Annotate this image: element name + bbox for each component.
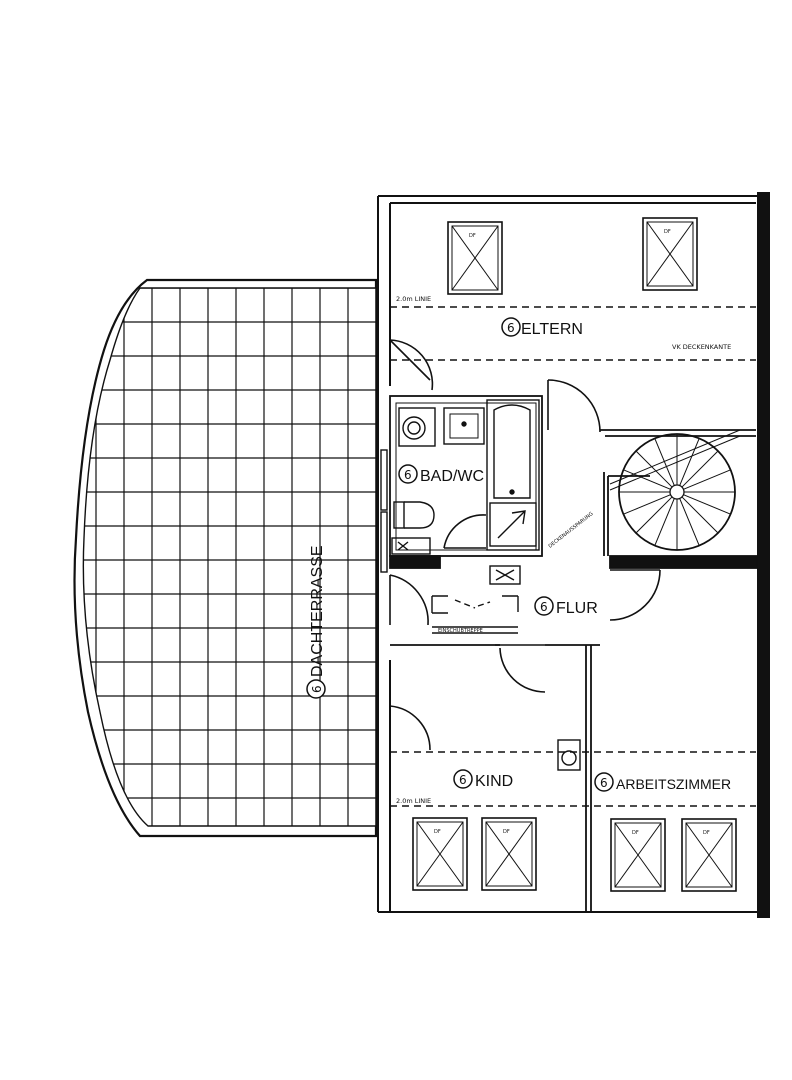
room-label-eltern: 6 ELTERN (501, 317, 583, 338)
outer-walls (377, 192, 770, 918)
room-number: 6 (540, 600, 548, 614)
pulldown-stair-label: EINSCHUBTREPPE (438, 628, 483, 634)
stair-tread (635, 496, 673, 534)
stair-tread (623, 494, 671, 515)
roof-window-labels: DF DF DF DF DF DF (434, 229, 710, 836)
room-name: DACHTERRASSE (309, 545, 326, 677)
room-label-dachterrasse: 6 DACHTERRASSE (306, 545, 326, 699)
room-number: 6 (507, 321, 515, 335)
skylight-label: DF (703, 830, 710, 836)
room-label-kind: 6 KIND (453, 769, 513, 790)
ceiling-edge-label: VK DECKENKANTE (672, 343, 731, 351)
room-name: FLUR (556, 600, 598, 617)
door-swings (389, 339, 661, 756)
bathroom-fixtures (380, 399, 581, 771)
room-name: KIND (475, 773, 513, 790)
stair-tread (654, 498, 675, 546)
stair-tread (683, 494, 731, 515)
skylight-label: DF (503, 829, 510, 835)
stair-tread (681, 450, 719, 488)
room-name: ELTERN (521, 321, 583, 338)
room-label-flur: 6 FLUR (534, 596, 598, 617)
room-label-arbeitszimmer: 6 ARBEITSZIMMER (594, 772, 731, 792)
stair-tread (679, 498, 700, 546)
terrace-area (73, 278, 378, 838)
stair-tread (681, 496, 719, 534)
pulldown-stair (431, 595, 519, 634)
skylight-label: DF (469, 233, 476, 239)
stair-tread (623, 469, 671, 490)
terrace-tile-grid (83, 288, 376, 826)
height-line-label-top: 2.0m LINIE (396, 295, 431, 303)
room-name: BAD/WC (420, 468, 484, 485)
stair-tread (679, 438, 700, 486)
room-number: 6 (310, 685, 324, 693)
room-name: ARBEITSZIMMER (616, 776, 731, 792)
ceiling-opening-label: DECKENAUSSPARUNG (548, 511, 595, 550)
skylight-label: DF (632, 830, 639, 836)
skylight-label: DF (434, 829, 441, 835)
room-number: 6 (404, 468, 412, 482)
interior-walls (389, 395, 758, 912)
skylight-label: DF (664, 229, 671, 235)
room-number: 6 (459, 773, 467, 787)
stair-tread (654, 438, 675, 486)
stair-tread (683, 469, 731, 490)
room-number: 6 (600, 776, 608, 790)
spiral-staircase (609, 429, 741, 551)
stair-tread (635, 450, 673, 488)
room-label-bad: 6 BAD/WC (398, 464, 484, 485)
height-line-label-bottom: 2.0m LINIE (396, 797, 431, 805)
height-lines (390, 306, 756, 807)
